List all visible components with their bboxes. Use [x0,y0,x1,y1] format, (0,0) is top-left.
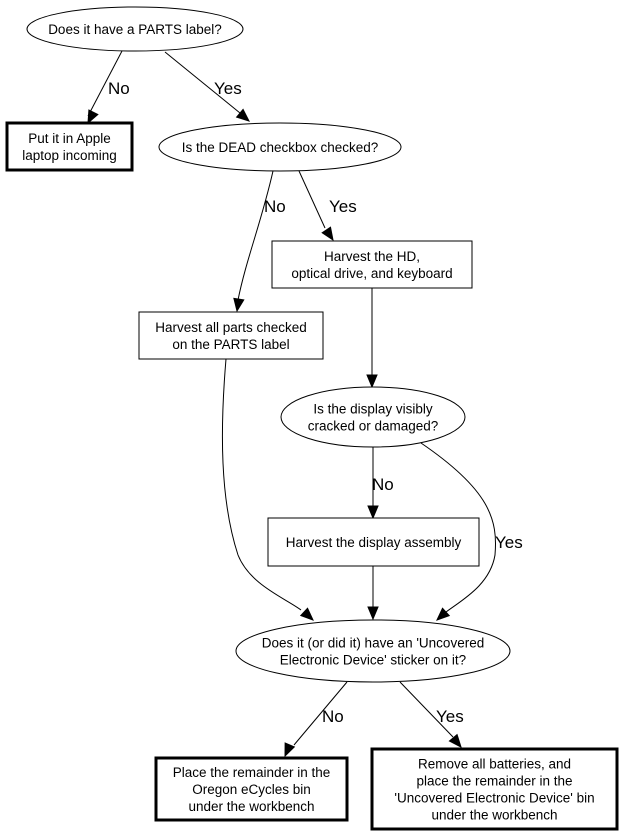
node-harvest-display: Harvest the display assembly [267,517,480,567]
edge-harvest_hd-to-q_display [366,288,378,389]
node-text-line: Does it have a PARTS label? [48,22,222,37]
node-text-line: laptop incoming [22,148,117,163]
edge-line [399,681,454,738]
node-text-line: Does it (or did it) have an 'Uncovered [262,636,484,651]
arrowhead-icon [233,297,245,313]
node-harvest-hd: Harvest the HD, optical drive, and keyboa… [271,240,473,289]
edge-q_display-to-q_sticker [420,442,496,621]
action-box [271,240,473,289]
node-text-line: on the PARTS label [172,337,289,352]
edge-line [420,442,496,613]
node-text-line: cracked or damaged? [308,419,439,434]
arrowhead-icon [448,733,462,748]
edges-layer [87,50,496,758]
edge-line [237,170,274,301]
edge-harvest_parts-to-q_sticker [221,358,314,621]
edge-q_sticker-to-ued_bin [399,681,462,748]
node-text-line: Harvest the HD, [324,249,420,264]
edge-label-yes: Yes [214,79,242,98]
node-text-line: Remove all batteries, and [418,757,571,772]
node-text-line: Oregon eCycles bin [192,782,311,797]
node-text-line: Is the display visibly [313,402,433,417]
node-text-line: under the workbench [188,799,314,814]
node-apple-incoming: Put it in Apple laptop incoming [5,121,134,172]
decision-ellipse [235,619,511,683]
node-text-line: place the remainder in the [416,774,572,789]
edge-line [164,51,241,114]
edge-line [298,170,326,229]
decision-ellipse [158,122,402,172]
node-harvest-parts: Harvest all parts checked on the PARTS la… [138,311,324,360]
edge-harvest_display-to-q_sticker [367,566,379,621]
node-text-line: Electronic Device' sticker on it? [280,653,466,668]
edge-label-yes: Yes [329,197,357,216]
decision-ellipse [26,6,244,52]
node-text-line: 'Uncovered Electronic Device' bin [394,791,594,806]
edge-line [221,358,302,611]
edge-label-no: No [108,79,130,98]
terminal-box [154,756,349,822]
action-box [267,517,480,567]
edge-q_display-to-harvest_display [367,447,379,520]
terminal-box [370,747,619,831]
arrowhead-icon [87,109,99,125]
edge-q_sticker-to-oregon_bin [284,681,348,758]
node-text-line: optical drive, and keyboard [291,266,452,281]
node-text-line: Harvest the display assembly [286,535,462,550]
edge-label-no: No [264,197,286,216]
edge-line [293,681,348,746]
arrowhead-icon [367,505,379,520]
edge-q_parts_label-to-q_dead_checkbox [164,51,250,122]
edge-label-no: No [322,707,344,726]
arrowhead-icon [436,607,451,621]
node-ued-bin: Remove all batteries, and place the remai… [370,747,619,831]
arrowhead-icon [235,108,250,122]
arrowhead-icon [366,374,378,389]
edge-label-yes: Yes [495,533,523,552]
edge-q_dead_checkbox-to-harvest_parts [233,170,274,313]
node-q-dead-checkbox: Is the DEAD checkbox checked? [158,122,402,172]
arrowhead-icon [299,607,314,621]
edge-q_parts_label-to-apple_incoming [87,50,123,125]
node-q-parts-label: Does it have a PARTS label? [26,6,244,52]
edge-line [87,50,123,117]
nodes-layer: Does it have a PARTS label? Put it in App… [5,6,619,831]
action-box [138,311,324,360]
node-text-line: under the workbench [431,808,557,823]
terminal-box [5,121,134,172]
decision-ellipse [280,386,466,448]
node-text-line: Put it in Apple [28,131,111,146]
node-text-line: Harvest all parts checked [155,320,307,335]
edge-q_dead_checkbox-to-harvest_hd [298,170,334,242]
edge-label-no: No [372,475,394,494]
arrowhead-icon [284,742,296,758]
edge-label-yes: Yes [436,707,464,726]
node-text-line: Is the DEAD checkbox checked? [182,140,379,155]
arrowhead-icon [321,226,334,242]
arrowhead-icon [367,606,379,621]
node-q-sticker: Does it (or did it) have an 'UncoveredEl… [235,619,511,683]
node-q-display: Is the display visibly cracked or damaged… [280,386,466,448]
node-text-line: Place the remainder in the [173,765,331,780]
